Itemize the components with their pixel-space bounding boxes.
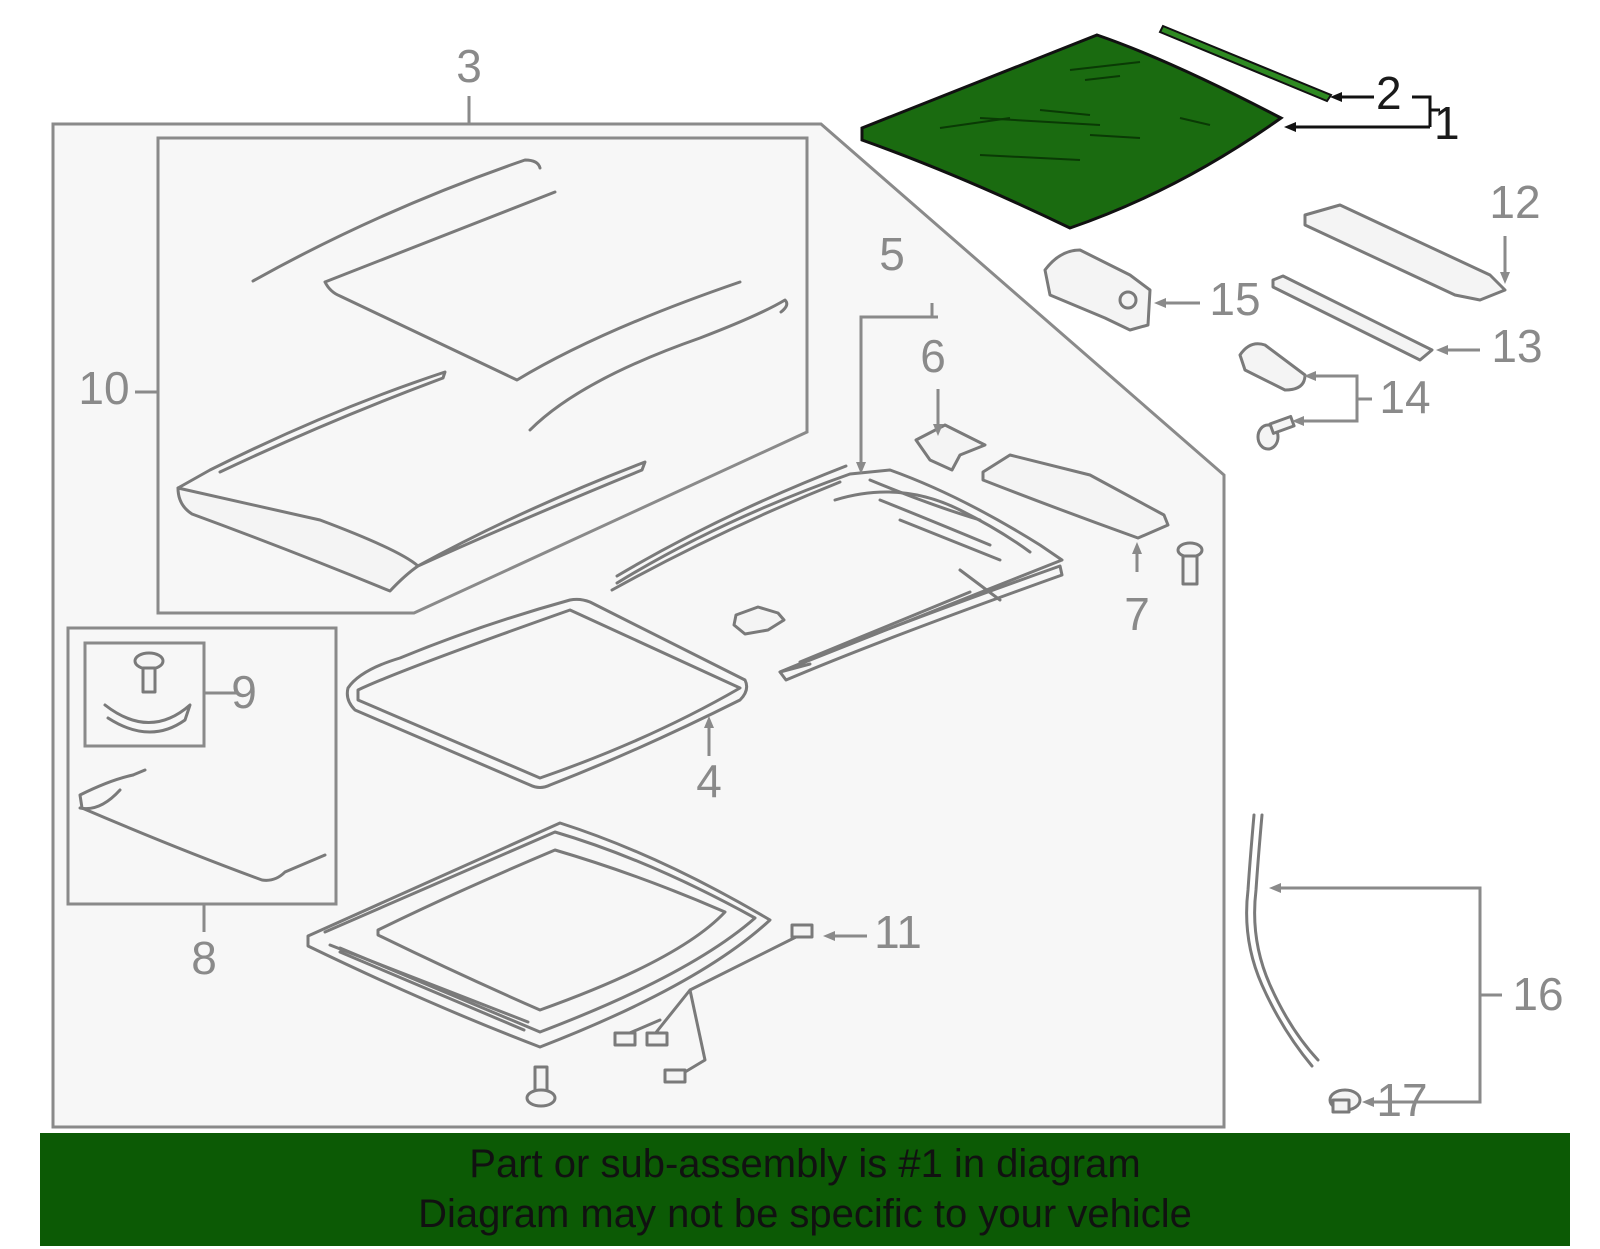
callout-17: 17 <box>1376 1074 1427 1126</box>
callout-4: 4 <box>696 755 722 807</box>
trim-strip-part-2[interactable] <box>1158 24 1333 103</box>
motor-part-15[interactable] <box>1043 248 1152 332</box>
callout-12: 12 <box>1489 176 1540 228</box>
arrowheads <box>704 272 1510 1107</box>
callout-5: 5 <box>879 228 905 280</box>
callout-6: 6 <box>920 330 946 382</box>
callout-8: 8 <box>191 932 217 984</box>
callout-16: 16 <box>1512 968 1563 1020</box>
callout-10: 10 <box>78 362 129 414</box>
seal-kit-part-10[interactable] <box>176 158 789 593</box>
callout-2: 2 <box>1376 67 1402 119</box>
seal-part-4[interactable] <box>345 597 749 789</box>
frame-track-part-5[interactable] <box>610 464 1064 682</box>
callout-15: 15 <box>1209 273 1260 325</box>
subassembly-box-8 <box>66 626 338 906</box>
callout-7: 7 <box>1124 588 1150 640</box>
callout-13: 13 <box>1491 320 1542 372</box>
drain-tube-part-8[interactable] <box>78 768 327 882</box>
leader-lines <box>135 96 1507 1104</box>
bracket-part-6[interactable] <box>914 423 987 472</box>
fastener-part-9[interactable] <box>103 651 192 734</box>
clip-part-17[interactable] <box>1328 1088 1362 1114</box>
bolt-bottom[interactable] <box>525 1065 557 1108</box>
banner-line-2: Diagram may not be specific to your vehi… <box>418 1192 1192 1236</box>
subassembly-box-10 <box>156 136 809 615</box>
callout-3: 3 <box>456 40 482 92</box>
callout-9: 9 <box>231 666 257 718</box>
callout-1: 1 <box>1434 97 1460 149</box>
glass-panel-part-1[interactable] <box>860 33 1284 230</box>
info-banner: Part or sub-assembly is #1 in diagram Di… <box>40 1133 1570 1246</box>
callout-11: 11 <box>874 906 922 958</box>
callout-14: 14 <box>1379 371 1430 423</box>
clip-small[interactable] <box>732 605 786 636</box>
housing-frame-part-11[interactable] <box>306 821 814 1084</box>
cover-part-14[interactable] <box>1238 342 1307 451</box>
rail-part-13[interactable] <box>1271 274 1434 362</box>
drain-hose-part-16[interactable] <box>1253 813 1320 1062</box>
banner-line-1: Part or sub-assembly is #1 in diagram <box>469 1142 1141 1186</box>
rail-bracket-part-12[interactable] <box>1303 203 1507 302</box>
bolt-near-7[interactable] <box>1176 541 1204 586</box>
plate-part-7[interactable] <box>981 453 1170 540</box>
